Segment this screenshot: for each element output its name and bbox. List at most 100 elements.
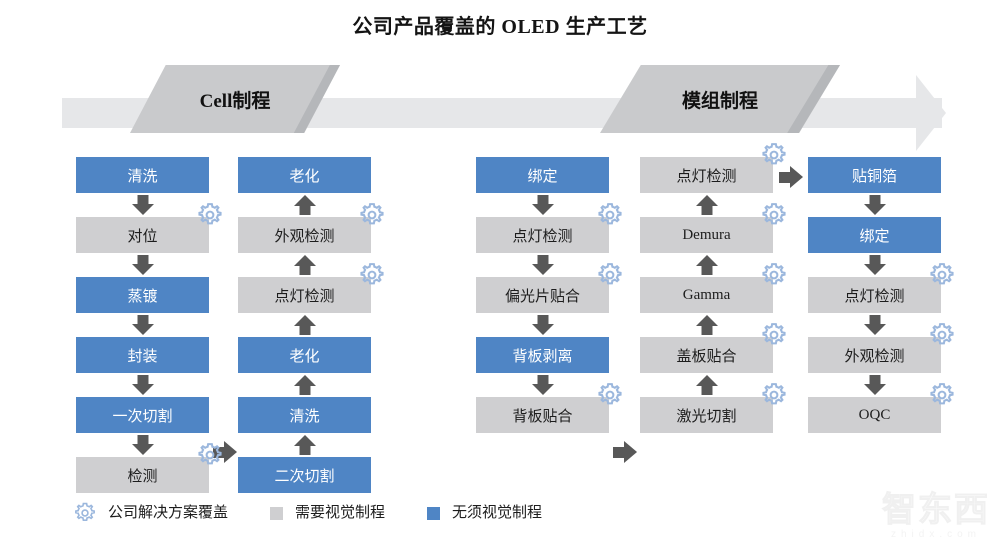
process-node[interactable]: 绑定 — [808, 217, 941, 253]
process-node-label: 清洗 — [289, 408, 320, 425]
process-node-label: 老化 — [289, 168, 320, 185]
process-node[interactable]: 检测 — [76, 443, 222, 493]
flow-arrow-down-icon — [808, 193, 941, 217]
process-node-label: 一次切割 — [112, 408, 173, 425]
process-node-label: 激光切割 — [676, 408, 737, 425]
gear-icon — [759, 140, 789, 170]
process-node[interactable]: 背板剥离 — [476, 337, 609, 373]
process-node-label: 点灯检测 — [676, 168, 737, 185]
gear-icon — [72, 500, 98, 526]
gear-icon — [357, 200, 387, 230]
gear-icon — [195, 440, 225, 470]
gear-icon — [195, 200, 225, 230]
process-node-label: OQC — [858, 406, 891, 423]
flow-arrow-down-icon — [808, 253, 941, 277]
process-node[interactable]: 绑定 — [476, 157, 609, 193]
process-node[interactable]: 偏光片贴合 — [476, 263, 622, 313]
process-node[interactable]: 点灯检测 — [476, 203, 622, 253]
process-node[interactable]: Demura — [640, 203, 786, 253]
process-node-label: 二次切割 — [274, 468, 335, 485]
legend-label-vision-required: 需要视觉制程 — [295, 504, 386, 521]
process-node-label: 绑定 — [527, 168, 558, 185]
process-node-label: 点灯检测 — [274, 288, 335, 305]
process-node-label: 外观检测 — [844, 348, 905, 365]
process-node-label: Gamma — [682, 286, 731, 303]
gear-icon — [759, 260, 789, 290]
flow-arrow-down-icon — [76, 373, 209, 397]
process-node[interactable]: 对位 — [76, 203, 222, 253]
watermark: 智东西 zhidx.com — [882, 493, 990, 541]
flow-arrow-up-icon — [238, 253, 371, 277]
process-node[interactable]: 老化 — [238, 157, 371, 193]
process-node[interactable]: 老化 — [238, 337, 371, 373]
process-node[interactable]: 蒸镀 — [76, 277, 209, 313]
flow-arrow-up-icon — [640, 313, 773, 337]
legend-item-vision-not-required: 无须视觉制程 — [427, 504, 543, 521]
process-node[interactable]: 激光切割 — [640, 383, 786, 433]
process-node[interactable]: 二次切割 — [238, 457, 371, 493]
process-column-col1: 清洗对位蒸镀封装一次切割检测 — [76, 157, 222, 493]
process-node[interactable]: 背板贴合 — [476, 383, 622, 433]
legend: 公司解决方案覆盖 需要视觉制程 无须视觉制程 — [72, 500, 542, 526]
legend-item-vision-required: 需要视觉制程 — [270, 504, 386, 521]
process-column-col2: 老化外观检测点灯检测老化清洗二次切割 — [238, 157, 384, 493]
flow-arrow-down-icon — [476, 373, 609, 397]
process-node-label: 盖板贴合 — [676, 348, 737, 365]
process-node-label: 背板贴合 — [512, 408, 573, 425]
flow-arrow-down-icon — [808, 373, 941, 397]
flow-arrow-up-icon — [640, 373, 773, 397]
process-node-label: 绑定 — [859, 228, 890, 245]
process-node-label: 老化 — [289, 348, 320, 365]
process-node[interactable]: 外观检测 — [238, 203, 384, 253]
flow-arrow-up-icon — [640, 193, 773, 217]
process-node[interactable]: 点灯检测 — [808, 263, 954, 313]
gear-icon — [927, 320, 957, 350]
gear-icon — [927, 380, 957, 410]
flow-arrow-down-icon — [76, 433, 209, 457]
process-node[interactable]: OQC — [808, 383, 954, 433]
process-node-label: 清洗 — [127, 168, 158, 185]
process-column-col5: 贴铜箔绑定点灯检测外观检测 OQC — [808, 157, 954, 433]
flow-arrow-up-icon — [238, 373, 371, 397]
flow-arrow-up-icon — [238, 193, 371, 217]
flow-arrow-up-icon — [640, 253, 773, 277]
process-node[interactable]: 封装 — [76, 337, 209, 373]
column-link-4-5-arrow-icon — [779, 166, 805, 188]
legend-label-coverage: 公司解决方案覆盖 — [108, 504, 229, 521]
gear-icon — [759, 320, 789, 350]
process-node-label: Demura — [682, 226, 731, 243]
process-node-label: 封装 — [127, 348, 158, 365]
flow-arrow-up-icon — [238, 313, 371, 337]
process-node[interactable]: 一次切割 — [76, 397, 209, 433]
process-node-label: 检测 — [127, 468, 158, 485]
process-node-label: 点灯检测 — [512, 228, 573, 245]
gear-icon — [595, 200, 625, 230]
flow-arrow-down-icon — [476, 193, 609, 217]
process-node[interactable]: 点灯检测 — [238, 263, 384, 313]
blue-square-icon — [427, 506, 441, 520]
gear-icon — [759, 200, 789, 230]
flow-arrow-up-icon — [238, 433, 371, 457]
process-node[interactable]: 外观检测 — [808, 323, 954, 373]
legend-label-vision-not-required: 无须视觉制程 — [452, 504, 543, 521]
banner-module-process: 模组制程 — [600, 65, 840, 133]
process-node-label: 对位 — [127, 228, 158, 245]
gear-icon — [595, 380, 625, 410]
column-link-3-4-arrow-icon — [613, 441, 639, 463]
process-node-label: 外观检测 — [274, 228, 335, 245]
process-node[interactable]: 贴铜箔 — [808, 157, 941, 193]
process-node[interactable]: 盖板贴合 — [640, 323, 786, 373]
gear-icon — [759, 380, 789, 410]
process-node-label: 偏光片贴合 — [504, 288, 580, 305]
banner-cell-process: Cell制程 — [130, 65, 340, 133]
process-node[interactable]: Gamma — [640, 263, 786, 313]
flow-arrow-down-icon — [476, 313, 609, 337]
flow-arrow-down-icon — [76, 253, 209, 277]
process-node[interactable]: 点灯检测 — [640, 143, 786, 193]
gray-square-icon — [270, 506, 284, 520]
flow-arrow-down-icon — [76, 193, 209, 217]
process-column-col3: 绑定点灯检测偏光片贴合背板剥离背板贴合 — [476, 157, 622, 433]
process-node[interactable]: 清洗 — [76, 157, 209, 193]
process-node[interactable]: 清洗 — [238, 397, 371, 433]
